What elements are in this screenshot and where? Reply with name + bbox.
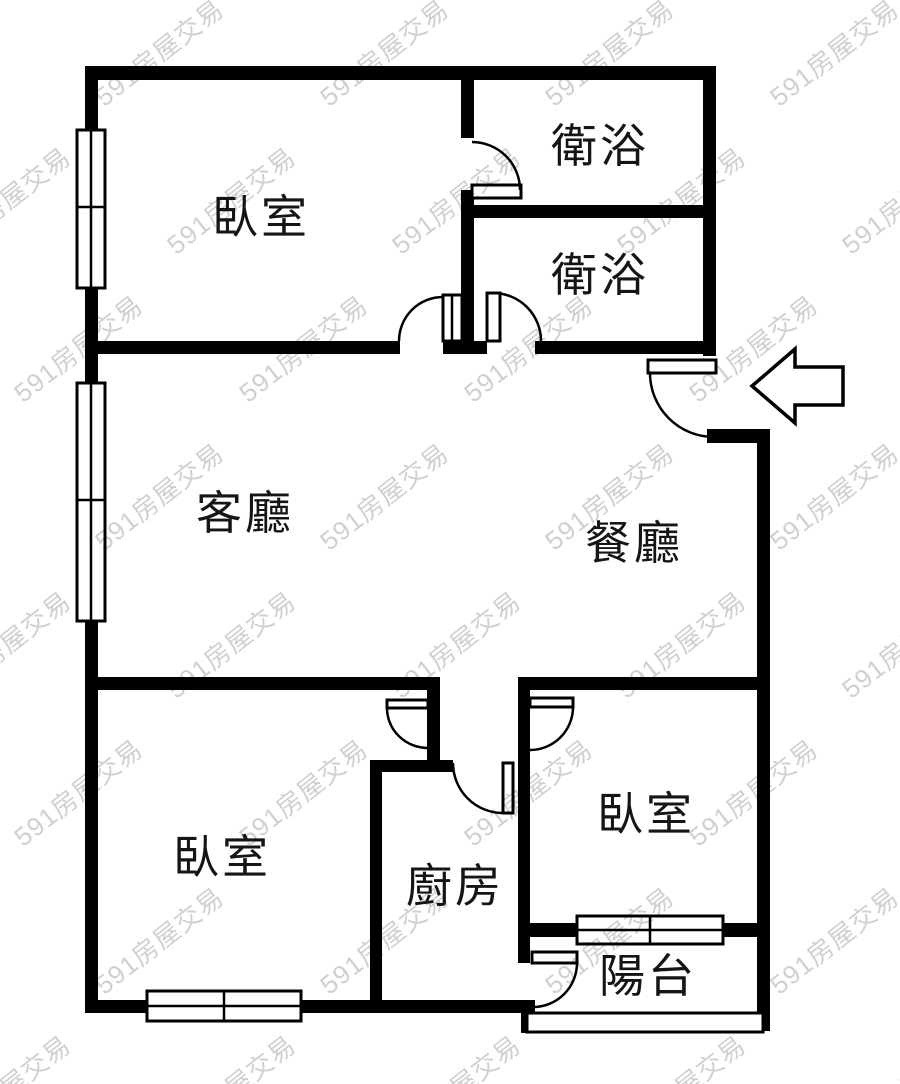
watermark-text: 591房屋交易 <box>0 142 77 261</box>
wall-mid-a <box>88 677 440 690</box>
watermark-text: 591房屋交易 <box>314 882 454 1001</box>
wall-hall-left-vert <box>427 688 440 772</box>
watermark-text: 591房屋交易 <box>836 586 900 705</box>
wall-balcony-stub-right <box>723 923 757 937</box>
wall-top <box>88 66 716 80</box>
room-label-bedroom-bottom-left: 臥室 <box>173 831 271 883</box>
balcony-railing <box>525 1011 765 1034</box>
room-label-bathroom-upper: 衛浴 <box>551 120 649 172</box>
watermark-text: 591房屋交易 <box>161 1030 301 1084</box>
walls <box>85 66 770 1033</box>
watermark-text: 591房屋交易 <box>611 1030 751 1084</box>
room-label-dining-room: 餐廳 <box>585 517 683 569</box>
wall-entrance-stub <box>707 429 770 443</box>
watermark-text: 591房屋交易 <box>683 734 823 853</box>
wall-bottom-a <box>85 1000 149 1013</box>
door-kitchen <box>451 761 515 815</box>
room-label-living-room: 客廳 <box>196 487 294 539</box>
watermark-text: 591房屋交易 <box>764 438 900 557</box>
watermark-text: 591房屋交易 <box>386 586 526 705</box>
window-bedroom-bottom-left <box>145 989 303 1023</box>
wall-living-top-b <box>443 341 487 354</box>
wall-kitchen-left <box>370 760 382 1013</box>
wall-left-b <box>85 287 98 385</box>
door-bedroom-bottom-left <box>385 698 430 750</box>
wall-right-lower <box>757 429 770 1031</box>
watermark-text: 591房屋交易 <box>0 882 5 1001</box>
wall-kitchen-top <box>370 760 453 772</box>
door-bedroom-bottom-right <box>528 696 575 752</box>
door-entrance <box>646 358 718 439</box>
room-label-bedroom-top-left: 臥室 <box>212 191 310 243</box>
entrance-arrow-icon <box>749 345 845 427</box>
watermark-text: 591房屋交易 <box>764 0 900 112</box>
watermark-text: 591房屋交易 <box>89 0 229 112</box>
door-bathroom-upper <box>470 140 523 200</box>
wall-living-top-a <box>88 341 400 354</box>
watermark-text: 591房屋交易 <box>0 1030 77 1084</box>
watermark-text: 591房屋交易 <box>836 1030 900 1084</box>
watermark-text: 591房屋交易 <box>0 438 5 557</box>
door-balcony <box>530 950 579 1009</box>
watermark-text: 591房屋交易 <box>233 734 373 853</box>
door-bedroom-top-left <box>397 293 464 343</box>
window-bedroom-balcony <box>575 914 725 946</box>
watermark-text: 591房屋交易 <box>314 0 454 112</box>
watermark-text: 591房屋交易 <box>8 734 148 853</box>
wall-mid-vert <box>518 690 530 963</box>
wall-bath-left-b <box>461 190 474 354</box>
window-bedroom-top-left <box>75 128 107 290</box>
room-label-bathroom-lower: 衛浴 <box>551 249 649 301</box>
wall-mid-b <box>518 677 770 690</box>
room-label-kitchen: 廚房 <box>406 860 504 912</box>
room-label-balcony: 陽台 <box>599 950 697 1002</box>
watermark-text: 591房屋交易 <box>0 586 77 705</box>
watermark-text: 591房屋交易 <box>764 882 900 1001</box>
wall-bath-left-a <box>461 66 474 138</box>
room-labels: 臥室 衛浴 衛浴 客廳 餐廳 臥室 廚房 臥室 陽台 <box>173 120 697 1002</box>
wall-balcony-stub-left <box>530 923 577 937</box>
room-label-bedroom-bottom-right: 臥室 <box>597 788 695 840</box>
watermark-text: 591房屋交易 <box>539 0 679 112</box>
door-bathroom-lower <box>485 291 543 343</box>
wall-left-c <box>85 619 98 1013</box>
windows <box>75 128 725 1023</box>
watermark-text: 591房屋交易 <box>314 438 454 557</box>
watermark-text: 591房屋交易 <box>386 142 526 261</box>
wall-bath-divider <box>461 205 716 218</box>
wall-living-top-c <box>535 341 716 354</box>
watermark-text: 591房屋交易 <box>89 882 229 1001</box>
watermark-text: 591房屋交易 <box>386 1030 526 1084</box>
doors <box>385 140 718 1009</box>
watermark-text: 591房屋交易 <box>836 142 900 261</box>
window-living-room <box>75 381 107 623</box>
watermark-text: 591房屋交易 <box>0 0 5 112</box>
wall-left-a <box>85 66 98 132</box>
wall-bottom-b <box>299 1000 535 1013</box>
